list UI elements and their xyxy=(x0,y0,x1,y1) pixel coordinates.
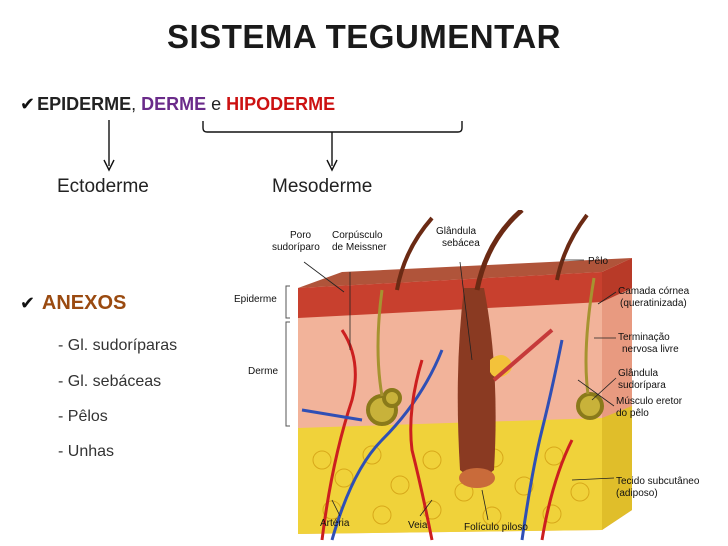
label-pelo: Pêlo xyxy=(588,256,608,267)
layer-hipoderme: HIPODERME xyxy=(226,94,336,114)
label-nervosa-livre: nervosa livre xyxy=(622,344,679,355)
label-foliculo-piloso: Folículo piloso xyxy=(464,522,528,533)
derme-hipoderme-brace xyxy=(202,121,463,133)
anexo-item: - Gl. sebáceas xyxy=(58,373,162,390)
layer-derme: DERME xyxy=(141,94,207,114)
leader-lines xyxy=(303,259,617,521)
ectoderm-arrow-head xyxy=(103,159,115,172)
label-sebacea: sebácea xyxy=(442,238,480,249)
label-derme: Derme xyxy=(248,366,278,377)
label-meissner: de Meissner xyxy=(332,242,387,253)
label-glandula-sebacea: Glândula xyxy=(436,226,476,237)
label-adiposo: (adiposo) xyxy=(616,488,658,499)
anexo-item: - Gl. sudoríparas xyxy=(58,337,178,354)
sweat-duct xyxy=(376,289,384,397)
hair-shaft xyxy=(555,213,589,281)
label-epiderme: Epiderme xyxy=(234,294,277,305)
skin-layers-line: ✔EPIDERME, DERME e HIPODERME xyxy=(20,94,335,115)
anexos-title: ✔ ANEXOS xyxy=(20,292,126,315)
blood-vessels xyxy=(301,329,574,541)
label-glandula-sudoripara: Glândula xyxy=(618,368,658,379)
layer-epiderme: EPIDERME xyxy=(37,94,132,114)
label-arteria: Artéria xyxy=(320,518,350,529)
layer-brackets xyxy=(285,285,290,427)
epidermis-layer xyxy=(298,272,602,318)
hair-shaft xyxy=(474,210,524,291)
skin-surface xyxy=(298,258,632,288)
anexos-label: ANEXOS xyxy=(41,292,127,314)
label-corpusculo: Corpúsculo xyxy=(332,230,383,241)
epidermis-side xyxy=(602,258,632,302)
label-sudoripara: sudorípara xyxy=(618,380,666,391)
skin-cross-section-diagram: Poro sudoríparo Corpúsculo de Meissner G… xyxy=(232,210,728,546)
anexo-item: - Unhas xyxy=(58,443,115,460)
sweat-duct xyxy=(584,277,596,395)
layer-separator-1: , xyxy=(131,94,142,114)
mesoderm-arrow-head xyxy=(326,159,338,172)
sweat-gland xyxy=(576,392,604,420)
hair-bulb xyxy=(459,468,495,488)
arrector-pili-muscle xyxy=(492,328,554,382)
origin-mesoderme: Mesoderme xyxy=(272,176,373,197)
label-do-pelo: do pêlo xyxy=(616,408,649,419)
label-terminacao: Terminação xyxy=(618,332,670,343)
anexo-item: - Pêlos xyxy=(58,408,108,425)
label-musculo-eretor: Músculo eretor xyxy=(616,396,683,407)
layer-separator-2: e xyxy=(206,94,227,114)
origin-arrows xyxy=(103,120,463,172)
origin-ectoderme: Ectoderme xyxy=(57,176,149,197)
label-tecido-subcutaneo: Tecido subcutâneo xyxy=(616,476,700,487)
label-poro: Poro xyxy=(290,230,312,241)
hair-shaft xyxy=(395,216,434,291)
label-sudoriparo: sudoríparo xyxy=(272,242,320,253)
label-veia: Veia xyxy=(408,520,428,531)
checkmark-icon: ✔ xyxy=(20,94,36,114)
sweat-gland xyxy=(366,388,402,426)
label-queratinizada: (queratinizada) xyxy=(620,298,687,309)
slide-title: SISTEMA TEGUMENTAR xyxy=(167,18,561,55)
checkmark-icon: ✔ xyxy=(20,293,36,313)
hair-follicle xyxy=(457,288,496,478)
hypodermis-side xyxy=(602,406,632,530)
label-camada-cornea: Camada córnea xyxy=(618,286,690,297)
